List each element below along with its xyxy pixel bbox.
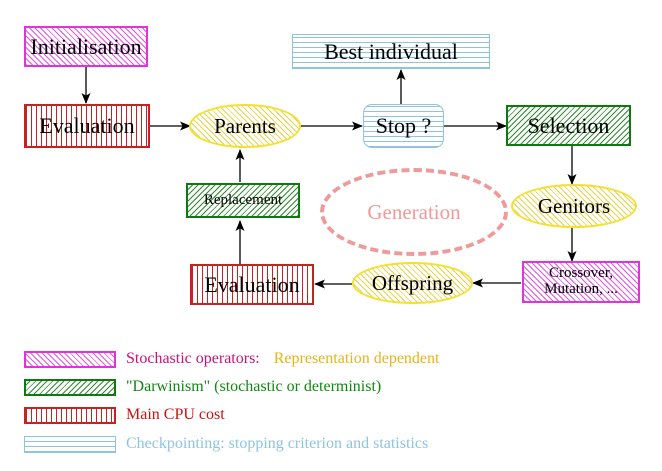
legend-label-stochastic: Stochastic operators: Representation depe… (126, 350, 439, 368)
node-replacement-label: Replacement (203, 191, 283, 208)
node-evaluation-bottom[interactable]: Evaluation (190, 264, 314, 305)
legend-text-stochastic-operators: Stochastic operators: (126, 350, 260, 367)
legend-row-darwinism: "Darwinism" (stochastic or determinist) (0, 374, 662, 400)
node-genitors-label: Genitors (537, 193, 611, 218)
legend-text-representation-dependent: Representation dependent (273, 350, 440, 367)
node-best-individual-label: Best individual (324, 38, 458, 64)
node-evaluation-top[interactable]: Evaluation (24, 104, 150, 148)
node-stop-label: Stop ? (375, 113, 432, 139)
node-evaluation-top-label: Evaluation (39, 113, 135, 139)
node-crossover-label-line1: Crossover, (549, 265, 613, 282)
legend-text-darwinism: "Darwinism" (stochastic or determinist) (126, 378, 382, 395)
node-crossover-label-line2: Mutation, ... (544, 281, 618, 297)
legend-row-checkpointing: Checkpointing: stopping criterion and st… (0, 431, 662, 457)
node-stop[interactable]: Stop ? (363, 104, 444, 148)
legend-swatch-green-diagonal-hatch (24, 378, 116, 396)
node-genitors[interactable]: Genitors (511, 184, 637, 228)
legend: Stochastic operators: Representation depe… (0, 336, 662, 471)
node-evaluation-bottom-label: Evaluation (204, 271, 300, 297)
legend-swatch-magenta-diagonal-hatch (24, 350, 116, 368)
node-offspring[interactable]: Offspring (352, 262, 473, 304)
node-initialisation[interactable]: Initialisation (24, 26, 148, 67)
node-crossover-mutation[interactable]: Crossover, Mutation, ... (522, 261, 640, 303)
node-generation-label: Generation (367, 199, 461, 224)
legend-swatch-red-vertical-hatch (24, 406, 116, 424)
node-replacement[interactable]: Replacement (186, 183, 300, 218)
node-selection[interactable]: Selection (506, 105, 631, 146)
legend-text-main-cpu-cost: Main CPU cost (126, 406, 225, 423)
node-parents[interactable]: Parents (189, 104, 301, 148)
node-parents-label: Parents (214, 113, 276, 138)
node-offspring-label: Offspring (371, 270, 454, 295)
node-initialisation-label: Initialisation (30, 33, 142, 59)
legend-text-checkpointing: Checkpointing: stopping criterion and st… (126, 435, 429, 452)
legend-swatch-blue-horizontal-hatch (24, 435, 116, 453)
node-selection-label: Selection (527, 112, 610, 138)
node-generation-loop: Generation (320, 168, 508, 256)
legend-row-cpu-cost: Main CPU cost (0, 402, 662, 428)
node-best-individual[interactable]: Best individual (292, 34, 490, 69)
legend-row-stochastic: Stochastic operators: Representation depe… (0, 346, 662, 372)
